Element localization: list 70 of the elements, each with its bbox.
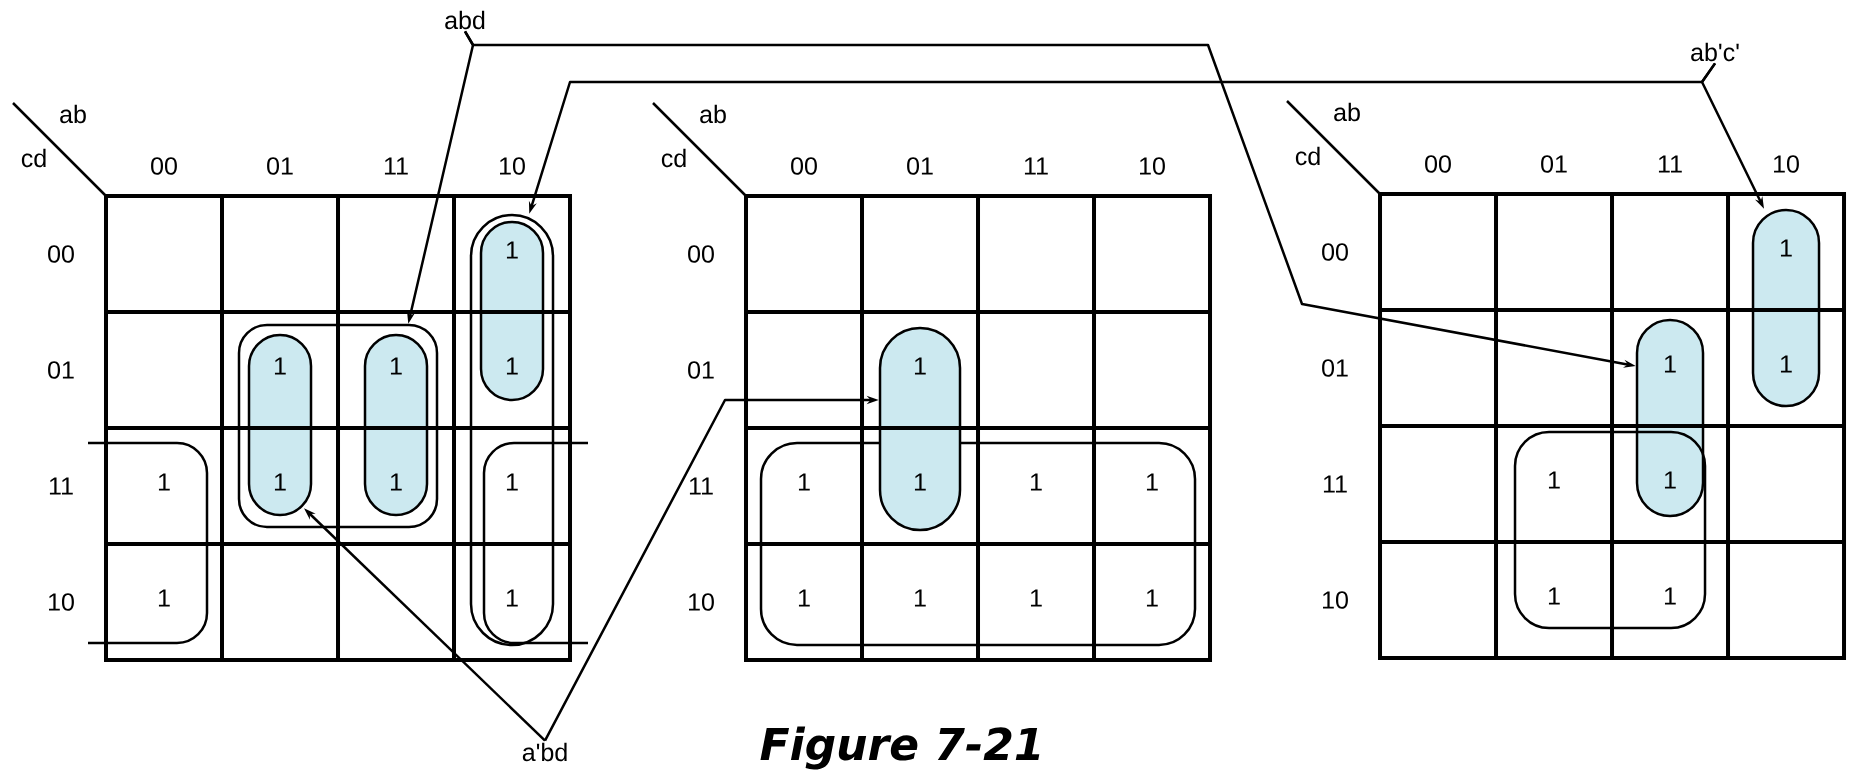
cell-value: 1 bbox=[914, 357, 926, 375]
cell-value: 1 bbox=[390, 473, 402, 491]
cell-value: 1 bbox=[1780, 239, 1792, 257]
column-variable-label: ab bbox=[60, 104, 86, 124]
cell-value: 1 bbox=[798, 589, 810, 607]
cell-value: 1 bbox=[1664, 587, 1676, 605]
column-header: 00 bbox=[791, 157, 817, 175]
column-header: 11 bbox=[1658, 155, 1682, 173]
group-loop bbox=[759, 441, 1197, 647]
cell-value: 1 bbox=[1548, 471, 1560, 489]
column-header: 01 bbox=[1541, 155, 1567, 173]
row-header: 11 bbox=[689, 477, 713, 495]
cell-value: 1 bbox=[1030, 589, 1042, 607]
column-header: 00 bbox=[1425, 155, 1451, 173]
row-header: 01 bbox=[688, 361, 714, 379]
row-header: 10 bbox=[49, 593, 74, 611]
cell-value: 1 bbox=[1548, 587, 1560, 605]
column-header: 10 bbox=[1774, 155, 1799, 173]
cell-value: 1 bbox=[506, 589, 518, 607]
cell-value: 1 bbox=[274, 473, 286, 491]
cell-value: 1 bbox=[1146, 589, 1158, 607]
cell-value: 1 bbox=[506, 357, 518, 375]
row-header: 00 bbox=[688, 245, 714, 263]
cell-value: 1 bbox=[1780, 355, 1792, 373]
column-variable-label: ab bbox=[1334, 102, 1360, 122]
row-header: 00 bbox=[48, 245, 74, 263]
row-header: 11 bbox=[49, 477, 73, 495]
cell-value: 1 bbox=[1146, 473, 1158, 491]
term-label: a'bd bbox=[522, 742, 567, 762]
group-loop bbox=[1513, 430, 1707, 630]
cell-value: 1 bbox=[1664, 355, 1676, 373]
cell-value: 1 bbox=[158, 473, 170, 491]
row-variable-label: cd bbox=[1295, 146, 1320, 166]
row-header: 10 bbox=[689, 593, 714, 611]
cell-value: 1 bbox=[506, 473, 518, 491]
shaded-loop bbox=[479, 220, 545, 402]
term-label: ab'c' bbox=[1691, 42, 1739, 62]
shaded-loop bbox=[363, 333, 429, 517]
shaded-loop bbox=[878, 326, 962, 532]
column-variable-label: ab bbox=[700, 104, 726, 124]
column-header: 00 bbox=[151, 157, 177, 175]
row-variable-label: cd bbox=[21, 148, 46, 168]
row-header: 11 bbox=[1323, 475, 1347, 493]
cell-value: 1 bbox=[798, 473, 810, 491]
cell-value: 1 bbox=[914, 473, 926, 491]
cell-value: 1 bbox=[158, 589, 170, 607]
shaded-loop bbox=[247, 333, 313, 517]
term-label: abd bbox=[445, 10, 485, 30]
group-loop bbox=[469, 213, 555, 647]
column-header: 11 bbox=[384, 157, 408, 175]
cell-value: 1 bbox=[506, 241, 518, 259]
cell-value: 1 bbox=[914, 589, 926, 607]
row-header: 00 bbox=[1322, 243, 1348, 261]
cell-value: 1 bbox=[390, 357, 402, 375]
column-header: 01 bbox=[267, 157, 293, 175]
column-header: 10 bbox=[1140, 157, 1165, 175]
column-header: 10 bbox=[500, 157, 525, 175]
row-variable-label: cd bbox=[661, 148, 686, 168]
row-header: 01 bbox=[1322, 359, 1348, 377]
figure-caption: Figure 7-21 bbox=[760, 726, 1040, 770]
cell-value: 1 bbox=[1664, 471, 1676, 489]
cell-value: 1 bbox=[1030, 473, 1042, 491]
row-header: 01 bbox=[48, 361, 74, 379]
column-header: 11 bbox=[1024, 157, 1048, 175]
column-header: 01 bbox=[907, 157, 933, 175]
shaded-loop bbox=[1635, 318, 1705, 518]
row-header: 10 bbox=[1323, 591, 1348, 609]
cell-value: 1 bbox=[274, 357, 286, 375]
group-loop bbox=[237, 323, 439, 529]
shaded-loop bbox=[1751, 208, 1821, 408]
